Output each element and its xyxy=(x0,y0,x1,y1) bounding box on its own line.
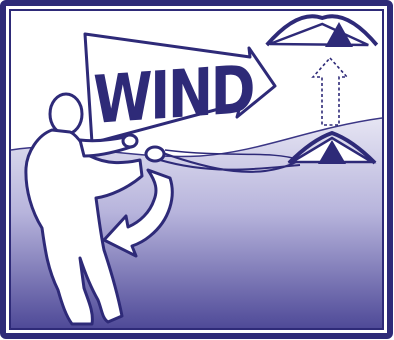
wind-banner-text-group: WIND xyxy=(93,51,253,139)
wind-banner-text: WIND xyxy=(93,51,253,139)
